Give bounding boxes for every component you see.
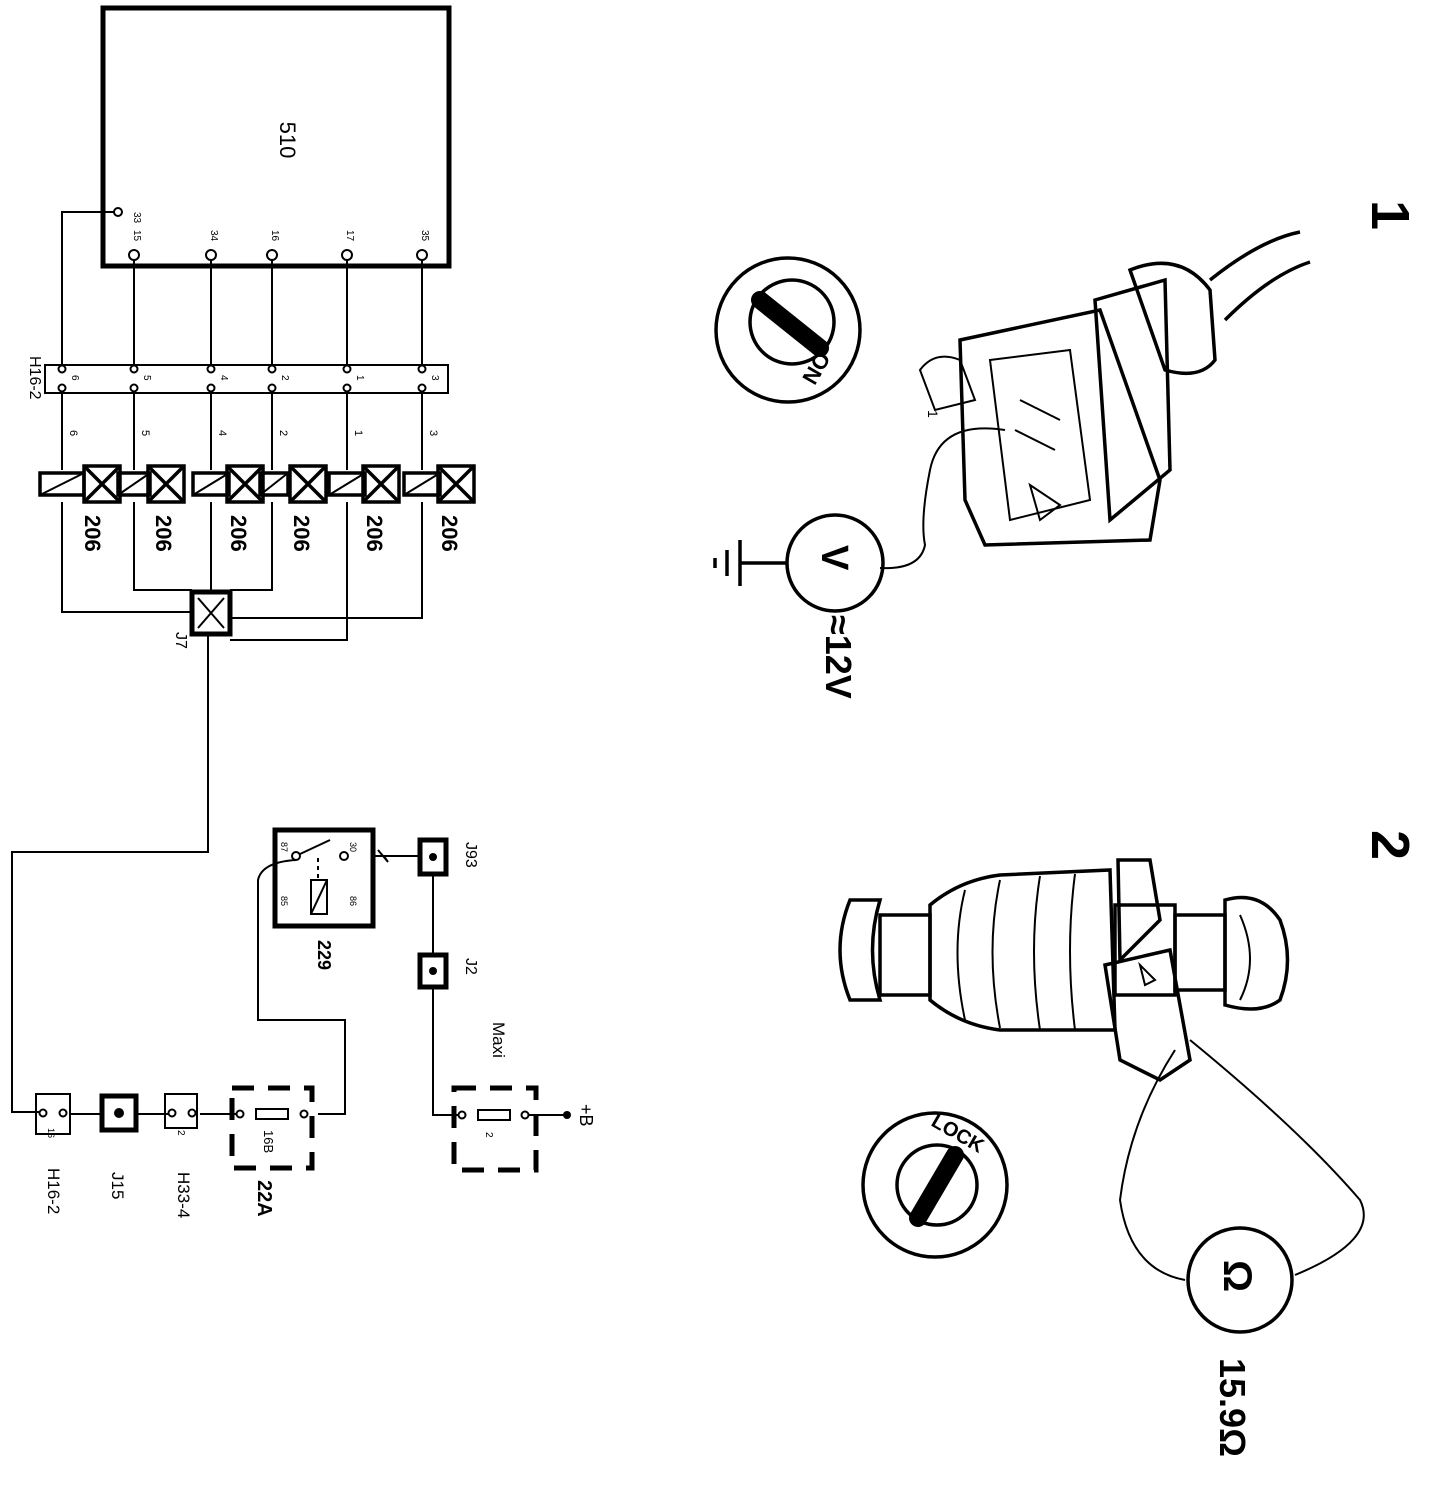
connector-h33-pin: 2 <box>175 1130 186 1136</box>
junction-j7 <box>189 589 233 637</box>
relay-229 <box>272 827 376 929</box>
schematic: 510 33 15 34 16 17 35 H16-2 <box>11 5 596 1218</box>
ignition-switch-lock: LOCK <box>861 1110 1009 1259</box>
injector-label-5: 206 <box>362 515 387 552</box>
resistance-reading: 15.9Ω <box>1212 1358 1253 1457</box>
injector-label-3: 206 <box>226 515 251 552</box>
test-2-number: 2 <box>1360 830 1420 860</box>
test-1-number: 1 <box>1360 200 1420 230</box>
wire-num-6: 6 <box>67 430 79 436</box>
wire <box>61 211 114 365</box>
injector-row <box>38 464 476 504</box>
connector-h16-bottom-pin: 16 <box>46 1128 56 1138</box>
connector-h33-label: H33-4 <box>174 1172 193 1218</box>
injector-connector-1 <box>918 261 1217 547</box>
wire-num-2: 2 <box>277 430 289 436</box>
injector-label-4: 206 <box>289 515 314 552</box>
wire-num-4: 4 <box>216 430 228 436</box>
fuse-label-16b: 16B <box>261 1130 276 1153</box>
fuse-16b <box>229 1085 315 1171</box>
fuse-maxi <box>451 1085 539 1173</box>
supply-label: +B <box>576 1104 596 1127</box>
ecu-pin-dot <box>205 249 217 261</box>
ecu-label: 510 <box>275 122 300 159</box>
voltmeter-symbol: V <box>813 545 855 571</box>
ecu-pin-circle <box>113 207 123 217</box>
ecu-pin-16: 16 <box>269 230 280 242</box>
ignition-on-label: ON <box>797 348 835 389</box>
ecu-pin-34: 34 <box>208 230 219 242</box>
connector-pin-label: 1 <box>925 410 941 418</box>
wire-num-1: 1 <box>352 430 364 436</box>
test-1: 1 ON 1 V <box>713 200 1420 699</box>
connector-h16-bottom <box>35 1093 71 1135</box>
voltage-reading: ≈12V <box>818 615 859 699</box>
h16-pin-4: 4 <box>218 375 229 381</box>
h16-pin-2: 2 <box>279 375 290 381</box>
relay-pin-85: 85 <box>279 896 289 906</box>
ohmmeter <box>1186 1226 1294 1334</box>
fuse-maxi-label: Maxi <box>489 1022 508 1058</box>
relay-pin-86: 86 <box>348 896 358 906</box>
ecu-pin-35: 35 <box>419 230 430 242</box>
injector-label-2: 206 <box>151 515 176 552</box>
relay-label: 229 <box>314 940 334 970</box>
ground-icon <box>713 540 742 586</box>
injector-label-6: 206 <box>437 515 462 552</box>
connector-h16 <box>44 364 449 394</box>
ecu-pin-dot <box>341 249 353 261</box>
ohmmeter-symbol: Ω <box>1215 1260 1259 1292</box>
junction-j7-label: J7 <box>172 632 189 649</box>
ecu-pin-dot <box>266 249 278 261</box>
fuse-maxi-pin: 2 <box>483 1132 494 1138</box>
ecu-pin-33: 33 <box>131 212 142 224</box>
junction-j93-label: J93 <box>462 842 479 868</box>
wire-num-3: 3 <box>427 430 439 436</box>
ecu-pin-17: 17 <box>344 230 355 242</box>
relay-pin-87: 87 <box>279 842 289 852</box>
wire-num-5: 5 <box>139 430 151 436</box>
ecu-pin-dot <box>128 249 140 261</box>
h16-pin-3: 3 <box>429 375 440 381</box>
relay-pin-30: 30 <box>348 842 358 852</box>
h16-pin-5: 5 <box>141 375 152 381</box>
ecu-box <box>100 5 452 269</box>
junction-j2-label: J2 <box>462 958 479 975</box>
ignition-switch-on: ON <box>714 256 862 404</box>
connector-h16-label: H16-2 <box>26 356 43 400</box>
fuse-label-22a: 22A <box>253 1180 275 1217</box>
ecu-pin-15: 15 <box>131 230 142 242</box>
ecu-pin-dot <box>416 249 428 261</box>
connector-h16-bottom-label: H16-2 <box>44 1168 63 1214</box>
h16-pin-1: 1 <box>354 375 365 381</box>
junction-j15-label: J15 <box>108 1172 127 1199</box>
connector-h33 <box>164 1093 198 1129</box>
injector-body <box>838 858 1290 1083</box>
connector-h16-pins <box>57 364 427 393</box>
h16-pin-6: 6 <box>69 375 80 381</box>
test-2: 2 LOCK Ω 15.9Ω <box>838 830 1420 1457</box>
injector-label-1: 206 <box>80 515 105 552</box>
